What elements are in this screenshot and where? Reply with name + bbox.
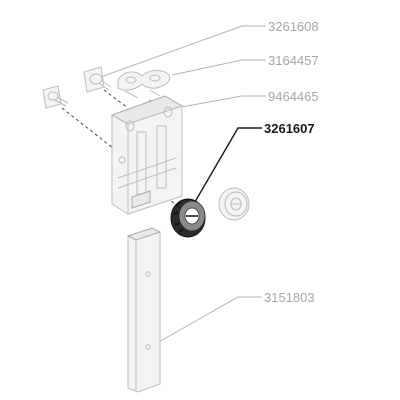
part-screw-3261608 <box>42 66 112 109</box>
part-knob-3261607 <box>170 198 206 238</box>
part-label-3151803[interactable]: 3151803 <box>264 290 315 305</box>
leader-line-3261608 <box>97 25 266 79</box>
part-clip-3164457 <box>117 69 171 99</box>
part-rail-3151803 <box>126 227 162 393</box>
part-label-9464465[interactable]: 9464465 <box>268 89 319 104</box>
part-knob-secondary <box>218 187 250 221</box>
part-label-3261608[interactable]: 3261608 <box>268 19 319 34</box>
leader-line-9464465 <box>175 95 266 109</box>
leader-line-3151803 <box>149 296 262 348</box>
leader-line-3261607 <box>191 127 262 208</box>
part-labels: 3261608 3164457 9464465 3261607 3151803 <box>264 19 319 305</box>
part-label-3261607[interactable]: 3261607 <box>264 121 315 136</box>
part-label-3164457[interactable]: 3164457 <box>268 53 319 68</box>
leader-lines <box>97 25 266 348</box>
leader-line-3164457 <box>171 59 266 76</box>
part-bracket-9464465 <box>110 95 184 215</box>
